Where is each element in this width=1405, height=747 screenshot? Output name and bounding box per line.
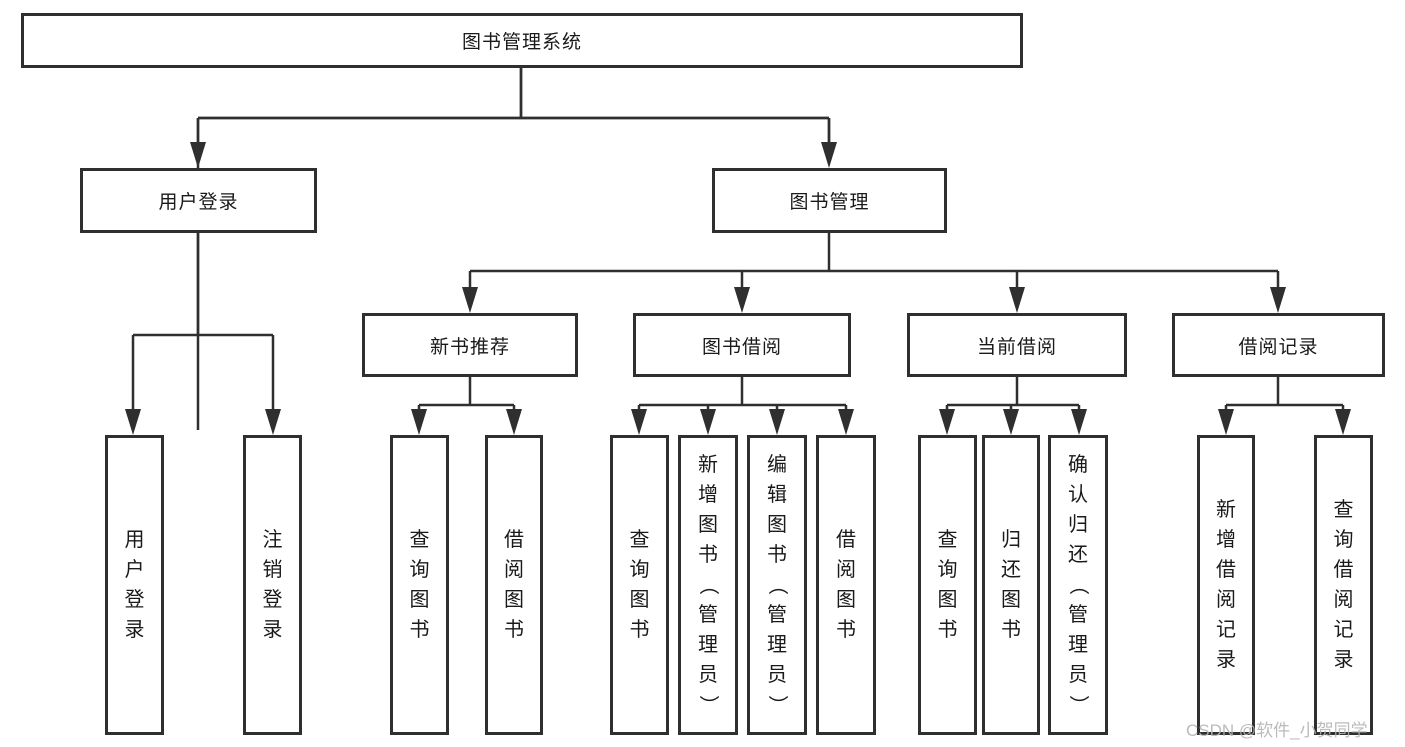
node-label: 新书推荐 — [429, 336, 510, 358]
leaf-logout: 注销登录 — [243, 435, 302, 735]
leaf-return-books: 归还图书 — [982, 435, 1040, 735]
leaf-label: 编辑图书（管理员） — [766, 454, 788, 715]
leaf-query-borrow-record: 查询借阅记录 — [1314, 435, 1373, 735]
leaf-label: 查询图书 — [409, 529, 430, 641]
leaf-query-books-current: 查询图书 — [918, 435, 977, 735]
leaf-label: 借阅图书 — [504, 529, 524, 641]
node-user-login-branch: 用户登录 — [80, 168, 317, 233]
node-book-management-branch: 图书管理 — [712, 168, 947, 233]
leaf-borrow-books-recommend: 借阅图书 — [485, 435, 543, 735]
leaf-label: 用户登录 — [124, 529, 145, 641]
node-label: 图书管理 — [789, 192, 870, 213]
csdn-watermark: CSDN @软件_小贺同学 — [1186, 721, 1368, 740]
leaf-label: 确认归还（管理员） — [1067, 454, 1089, 715]
node-root-system: 图书管理系统 — [21, 13, 1023, 68]
leaf-label: 查询图书 — [937, 529, 958, 641]
node-root-label: 图书管理系统 — [461, 32, 582, 53]
leaf-label: 查询图书 — [629, 529, 650, 641]
node-book-borrow: 图书借阅 — [633, 313, 851, 377]
leaf-label: 借阅图书 — [836, 529, 856, 641]
leaf-query-books-recommend: 查询图书 — [390, 435, 449, 735]
leaf-label: 查询借阅记录 — [1333, 499, 1354, 671]
leaf-user-login: 用户登录 — [105, 435, 164, 735]
node-label: 图书借阅 — [701, 336, 782, 358]
leaf-add-borrow-record: 新增借阅记录 — [1197, 435, 1255, 735]
node-new-book-recommend: 新书推荐 — [362, 313, 578, 377]
node-label: 借阅记录 — [1238, 336, 1319, 358]
leaf-confirm-return-admin: 确认归还（管理员） — [1048, 435, 1108, 735]
leaf-label: 注销登录 — [262, 529, 283, 641]
leaf-label: 新增图书（管理员） — [697, 454, 719, 715]
leaf-borrow-books: 借阅图书 — [816, 435, 876, 735]
node-label: 用户登录 — [158, 192, 239, 213]
leaf-label: 归还图书 — [1001, 529, 1021, 641]
node-label: 当前借阅 — [976, 336, 1057, 358]
node-current-borrow: 当前借阅 — [907, 313, 1127, 377]
leaf-query-books-borrow: 查询图书 — [610, 435, 669, 735]
arrowhead-icons — [125, 142, 1351, 435]
leaf-label: 新增借阅记录 — [1216, 499, 1236, 671]
node-borrow-record: 借阅记录 — [1172, 313, 1385, 377]
leaf-add-books-admin: 新增图书（管理员） — [678, 435, 738, 735]
leaf-edit-books-admin: 编辑图书（管理员） — [747, 435, 807, 735]
